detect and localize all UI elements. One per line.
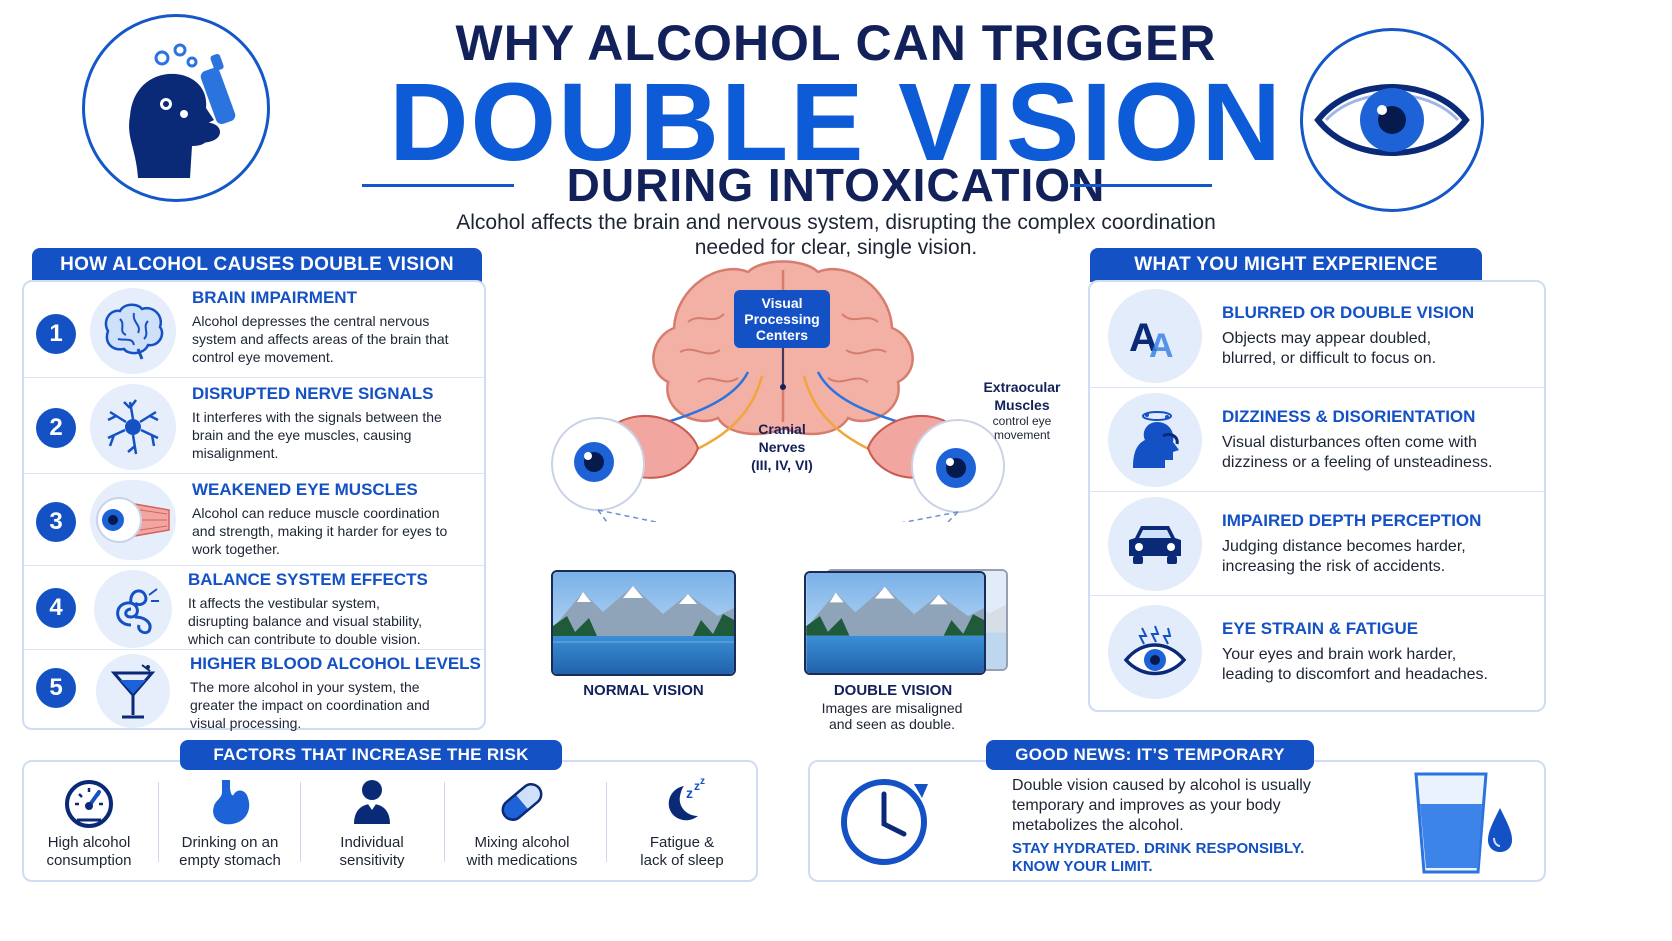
factor-individual: Individual sensitivity (312, 776, 432, 870)
title-rule-right (1070, 184, 1212, 187)
double-vision-main (804, 571, 986, 675)
title-line2: DOUBLE VISION (389, 61, 1283, 184)
step-title: BRAIN IMPAIRMENT (192, 288, 357, 307)
step-2: 2 DISRUPTED NERVE SIGNALS It interferes … (24, 378, 484, 474)
experience-text: Your eyes and brain work harder, leading… (1222, 646, 1488, 683)
neuron-icon (90, 384, 176, 470)
good-news-cta: STAY HYDRATED. DRINK RESPONSIBLY. KNOW Y… (1012, 840, 1305, 875)
visual-centers-label: Visual Processing Centers (744, 295, 820, 343)
step-title: BALANCE SYSTEM EFFECTS (188, 570, 428, 589)
title-rule-left (362, 184, 514, 187)
sleep-moon-icon: z z z (668, 776, 705, 821)
inner-ear-icon (94, 570, 172, 648)
brain-icon (90, 288, 176, 374)
step-title: DISRUPTED NERVE SIGNALS (192, 384, 434, 403)
factor-high-alcohol: High alcohol consumption (28, 776, 150, 870)
double-vision-caption: Images are misaligned and seen as double… (821, 700, 963, 732)
experience-dizziness: DIZZINESS & DISORIENTATION Visual distur… (1090, 388, 1544, 492)
clock-icon (836, 770, 936, 875)
experience-blurred: A A BLURRED OR DOUBLE VISION Objects may… (1090, 284, 1544, 388)
svg-text:z: z (694, 779, 700, 793)
experience-title: EYE STRAIN & FATIGUE (1222, 619, 1419, 638)
step-number: 2 (36, 408, 76, 448)
experience-title: DIZZINESS & DISORIENTATION (1222, 406, 1476, 426)
normal-vision-label: NORMAL VISION (583, 682, 704, 699)
factor-empty-stomach: Drinking on an empty stomach (168, 776, 292, 870)
experience-depth: IMPAIRED DEPTH PERCEPTION Judging distan… (1090, 492, 1544, 596)
normal-vision-image (551, 570, 736, 676)
dizzy-head-icon (1108, 392, 1202, 487)
factor-divider (300, 782, 301, 862)
step-number: 3 (36, 502, 76, 542)
title-line3: DURING INTOXICATION (566, 159, 1106, 211)
experience-text: Visual disturbances often come with dizz… (1222, 433, 1493, 471)
step-4: 4 BALANCE SYSTEM EFFECTS It affects the … (24, 566, 484, 650)
right-section-title: WHAT YOU MIGHT EXPERIENCE (1090, 248, 1482, 282)
good-news-title: GOOD NEWS: IT’S TEMPORARY (986, 740, 1314, 770)
experience-text: Objects may appear doubled, blurred, or … (1222, 329, 1437, 367)
svg-text:A: A (1149, 327, 1174, 361)
water-glass-icon (1408, 768, 1518, 883)
person-icon (354, 780, 390, 824)
experience-title: IMPAIRED DEPTH PERCEPTION (1222, 510, 1482, 530)
svg-text:A: A (1129, 316, 1158, 360)
step-text: It interferes with the signals between t… (192, 409, 442, 461)
factor-divider (158, 782, 159, 862)
stomach-icon (213, 780, 250, 825)
factor-divider (606, 782, 607, 862)
experience-text: Judging distance becomes harder, increas… (1222, 537, 1466, 575)
text-blur-icon: A A (1108, 288, 1202, 383)
brain-eye-diagram (551, 260, 1005, 522)
factors-panel (22, 760, 758, 882)
cocktail-icon (96, 654, 170, 728)
step-3: 3 WEAKENED EYE MUSCLES Alcohol can reduc… (24, 474, 484, 566)
pill-icon (501, 783, 543, 821)
gauge-icon (65, 780, 113, 828)
step-text: It affects the vestibular system, disrup… (188, 595, 422, 647)
step-1: 1 BRAIN IMPAIRMENT Alcohol depresses the… (24, 282, 484, 378)
svg-text:z: z (700, 776, 705, 787)
drinking-person-icon (82, 14, 270, 202)
factor-medications: Mixing alcohol with medications (456, 776, 588, 870)
factor-divider (444, 782, 445, 862)
step-5: 5 HIGHER BLOOD ALCOHOL LEVELS The more a… (24, 650, 484, 731)
svg-text:z: z (686, 785, 693, 801)
step-title: HIGHER BLOOD ALCOHOL LEVELS (190, 654, 481, 673)
experience-strain: EYE STRAIN & FATIGUE Your eyes and brain… (1090, 596, 1544, 708)
double-vision-label: DOUBLE VISION (833, 682, 953, 699)
subtitle: Alcohol affects the brain and nervous sy… (456, 211, 1216, 259)
good-news-text: Double vision caused by alcohol is usual… (1012, 777, 1311, 834)
extraocular-label: Extraocular Muscles control eye movement (983, 379, 1061, 442)
step-title: WEAKENED EYE MUSCLES (192, 480, 418, 499)
double-vision-image (804, 569, 1010, 675)
car-icon (1108, 496, 1202, 591)
title-line1: WHY ALCOHOL CAN TRIGGER (455, 15, 1217, 71)
step-number: 1 (36, 314, 76, 354)
step-text: Alcohol can reduce muscle coordination a… (192, 505, 448, 557)
strained-eye-icon (1108, 605, 1202, 699)
step-number: 5 (36, 668, 76, 708)
step-text: Alcohol depresses the central nervous sy… (192, 313, 449, 365)
experience-title: BLURRED OR DOUBLE VISION (1222, 302, 1475, 322)
eye-muscle-icon (90, 480, 176, 560)
factors-title: FACTORS THAT INCREASE THE RISK (180, 740, 562, 770)
cranial-nerves-label: Cranial Nerves (III, IV, VI) (751, 421, 813, 473)
step-number: 4 (36, 588, 76, 628)
eye-icon (1300, 28, 1484, 212)
factor-fatigue: z z z Fatigue & lack of sleep (640, 776, 724, 869)
step-text: The more alcohol in your system, the gre… (190, 679, 430, 731)
visual-centers-box: Visual Processing Centers (734, 290, 830, 348)
left-section-title: HOW ALCOHOL CAUSES DOUBLE VISION (32, 248, 482, 282)
